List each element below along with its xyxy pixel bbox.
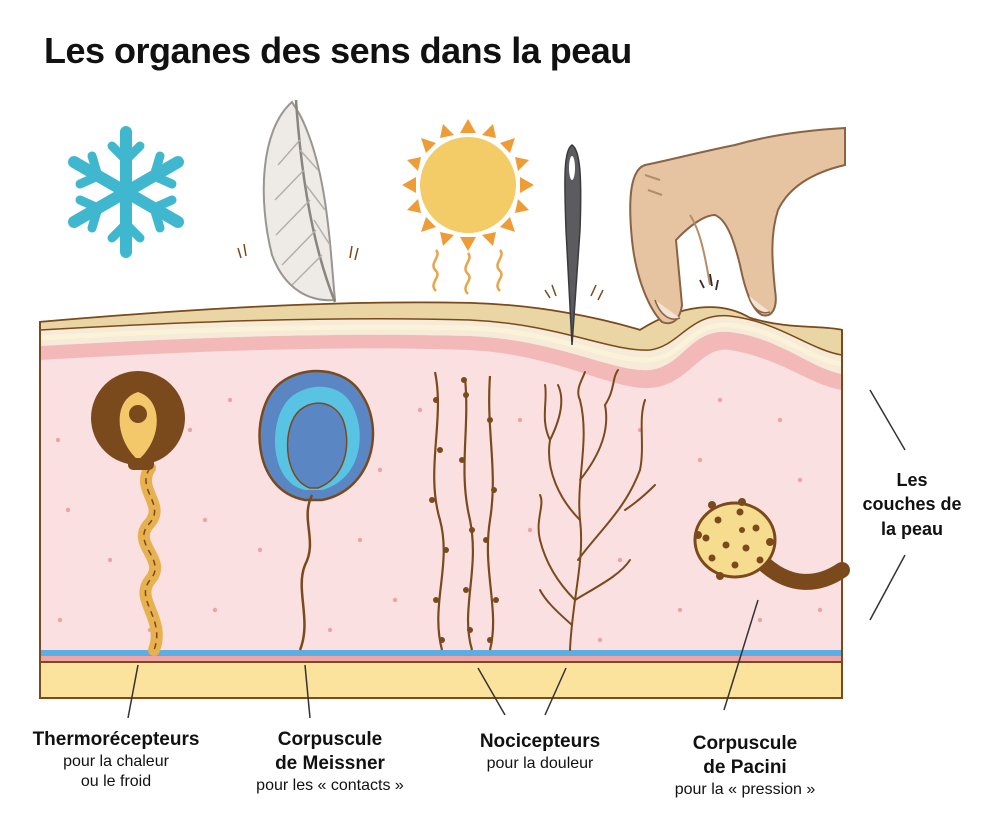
label-skin-layers-line1: Les bbox=[896, 470, 928, 490]
hand-icon bbox=[629, 126, 846, 325]
meissner-inner bbox=[286, 402, 348, 489]
label-thermorecepteurs-title: Thermorécepteurs bbox=[32, 729, 200, 750]
label-nocicepteurs: Nocicepteurs pour la douleur bbox=[440, 730, 640, 774]
pointer-lines bbox=[127, 389, 906, 719]
pointer-meissner bbox=[304, 664, 311, 719]
pointer-layers-bottom bbox=[869, 554, 906, 621]
label-skin-layers-line2: couches de bbox=[862, 494, 962, 515]
pointer-thermo bbox=[127, 664, 139, 719]
hypodermis-layer bbox=[39, 661, 843, 699]
feather-icon bbox=[237, 99, 359, 303]
blue-band bbox=[40, 650, 842, 656]
pointer-layers-top bbox=[869, 389, 906, 451]
label-nocicepteurs-title: Nocicepteurs bbox=[479, 731, 601, 752]
snowflake-icon bbox=[68, 126, 184, 258]
label-pacini-sub: pour la « pression » bbox=[674, 780, 816, 798]
label-nocicepteurs-sub: pour la douleur bbox=[486, 754, 594, 772]
label-skin-layers: Les couches de la peau bbox=[852, 468, 972, 541]
nociceptor-beads bbox=[429, 377, 499, 643]
nociceptor-tree bbox=[537, 369, 656, 651]
label-meissner-title1: Corpuscule bbox=[277, 729, 383, 750]
epidermis-pink-band bbox=[40, 331, 842, 390]
meissner-illustration bbox=[258, 369, 375, 651]
pacini-nerve bbox=[752, 552, 850, 590]
label-pacini-title1: Corpuscule bbox=[692, 733, 798, 754]
label-skin-layers-line3: la peau bbox=[880, 518, 944, 539]
label-pacini: Corpuscule de Pacini pour la « pression … bbox=[640, 732, 850, 800]
needle-icon bbox=[544, 144, 604, 346]
label-meissner: Corpuscule de Meissner pour les « contac… bbox=[220, 728, 440, 796]
label-thermorecepteurs-sub2: ou le froid bbox=[80, 772, 152, 790]
label-meissner-title2: de Meissner bbox=[275, 752, 385, 774]
epidermis-cream-line bbox=[39, 322, 843, 367]
label-thermorecepteurs: Thermorécepteurs pour la chaleur ou le f… bbox=[10, 728, 222, 792]
thermoreceptor-nucleus bbox=[129, 405, 147, 423]
pointer-nocicept-b bbox=[544, 667, 567, 716]
sun-icon bbox=[402, 119, 534, 295]
pointer-nocicept-a bbox=[477, 667, 506, 716]
dermis-layer bbox=[39, 301, 843, 661]
label-meissner-sub: pour les « contacts » bbox=[256, 776, 404, 794]
label-thermorecepteurs-sub1: pour la chaleur bbox=[63, 752, 169, 770]
page-title: Les organes des sens dans la peau bbox=[44, 30, 632, 71]
thermoreceptor-illustration bbox=[91, 371, 185, 656]
pointer-pacini bbox=[723, 599, 759, 711]
label-pacini-title2: de Pacini bbox=[703, 756, 787, 778]
pink-band bbox=[40, 656, 842, 662]
pacini-illustration bbox=[693, 498, 850, 590]
skin-cross-section bbox=[39, 301, 843, 699]
skin-outline bbox=[39, 322, 843, 698]
thermoreceptor-tail-outline bbox=[143, 467, 158, 651]
dermis-dots bbox=[55, 392, 823, 643]
thermoreceptor-neck bbox=[128, 458, 154, 470]
thermoreceptor-core bbox=[119, 392, 157, 460]
meissner-nerve bbox=[298, 494, 314, 651]
pacini-spots bbox=[694, 498, 774, 580]
